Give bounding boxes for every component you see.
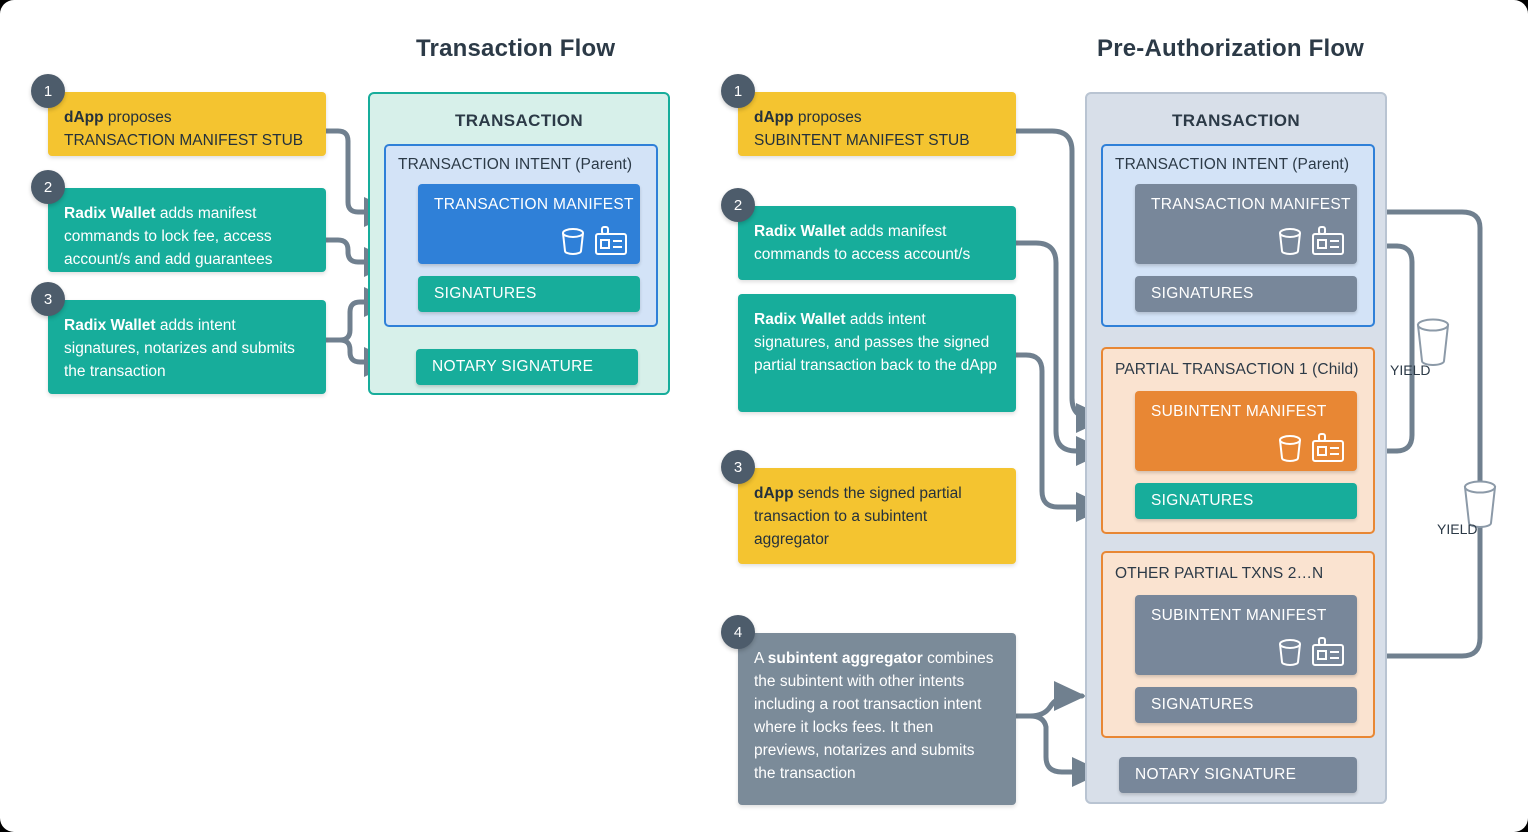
step-badge-right-2: 2 <box>721 188 755 222</box>
right-transaction-title: TRANSACTION <box>1171 111 1301 130</box>
left-signatures-bar: SIGNATURES <box>418 276 640 312</box>
id-badge-icon <box>1312 637 1344 666</box>
step-right-1: dApp proposes SUBINTENT MANIFEST STUB <box>738 92 1016 156</box>
step-right-4: A subintent aggregator combines the subi… <box>738 633 1016 805</box>
bucket-icon <box>1279 639 1301 666</box>
other-partial-subintent-manifest-bar: SUBINTENT MANIFEST <box>1135 595 1357 675</box>
step-badge-right-3: 3 <box>721 450 755 484</box>
step-left-2: Radix Wallet adds manifest commands to l… <box>48 188 326 272</box>
step-right-4-lead: subintent aggregator <box>767 650 923 667</box>
step-badge-left-2: 2 <box>31 170 65 204</box>
left-notary-signature-bar: NOTARY SIGNATURE <box>416 349 638 385</box>
bucket-icon <box>562 228 584 255</box>
right-notary-signature-bar: NOTARY SIGNATURE <box>1119 757 1357 793</box>
bucket-icon <box>1279 435 1301 462</box>
left-transaction-intent: TRANSACTION INTENT (Parent) TRANSACTION … <box>384 144 658 327</box>
left-transaction-manifest-label: TRANSACTION MANIFEST <box>434 196 634 213</box>
right-transaction-container: TRANSACTION TRANSACTION INTENT (Parent) … <box>1085 92 1387 804</box>
step-left-3-lead: Radix Wallet <box>64 317 156 334</box>
left-transaction-manifest-bar: TRANSACTION MANIFEST <box>418 184 640 264</box>
left-flow-title: Transaction Flow <box>416 35 616 62</box>
right-transaction-manifest-label: TRANSACTION MANIFEST <box>1151 196 1351 213</box>
right-transaction-manifest-bar: TRANSACTION MANIFEST <box>1135 184 1357 264</box>
partial-1-signatures-bar: SIGNATURES <box>1135 483 1357 519</box>
step-right-2b-rest: adds intent signatures, and passes the s… <box>754 311 997 374</box>
step-badge-left-1: 1 <box>31 74 65 108</box>
bucket-icon <box>1279 228 1301 255</box>
step-right-2-lead: Radix Wallet <box>754 223 846 240</box>
right-manifest-icons <box>1277 226 1345 256</box>
right-flow-title: Pre-Authorization Flow <box>1097 35 1365 62</box>
step-left-3-rest: adds intent signatures, notarizes and su… <box>64 317 295 380</box>
left-manifest-icons <box>560 226 628 256</box>
partial-1-manifest-icons <box>1277 433 1345 463</box>
step-left-2-lead: Radix Wallet <box>64 205 156 222</box>
step-right-2: Radix Wallet adds manifest commands to a… <box>738 206 1016 280</box>
left-intent-label: TRANSACTION INTENT (Parent) <box>398 156 633 173</box>
step-right-4-rest: combines the subintent with other intent… <box>754 650 994 782</box>
step-right-3-rest: sends the signed partial transaction to … <box>754 485 962 548</box>
id-badge-icon <box>1312 433 1344 462</box>
step-badge-right-1: 1 <box>721 74 755 108</box>
step-right-1-line2: SUBINTENT MANIFEST STUB <box>754 132 970 149</box>
other-partial-subintent-manifest-label: SUBINTENT MANIFEST <box>1151 607 1327 624</box>
partial-1-signatures-label: SIGNATURES <box>1151 492 1254 509</box>
step-left-2-rest: adds manifest commands to lock fee, acce… <box>64 205 273 268</box>
right-transaction-intent: TRANSACTION INTENT (Parent) TRANSACTION … <box>1101 144 1375 327</box>
step-left-1: dApp proposes TRANSACTION MANIFEST STUB <box>48 92 326 156</box>
step-right-3: dApp sends the signed partial transactio… <box>738 468 1016 564</box>
yield-label-bottom: YIELD <box>1437 521 1478 537</box>
step-left-1-line2: TRANSACTION MANIFEST STUB <box>64 132 304 149</box>
id-badge-icon <box>595 226 627 255</box>
left-transaction-container: TRANSACTION TRANSACTION INTENT (Parent) … <box>368 92 670 395</box>
step-left-1-lead: dApp <box>64 109 104 126</box>
step-right-1-rest: proposes <box>793 109 862 126</box>
step-right-2b: Radix Wallet adds intent signatures, and… <box>738 294 1016 412</box>
partial-transaction-1: PARTIAL TRANSACTION 1 (Child) SUBINTENT … <box>1101 347 1375 534</box>
step-right-1-lead: dApp <box>754 109 794 126</box>
step-left-1-rest: proposes <box>103 109 172 126</box>
step-left-3: Radix Wallet adds intent signatures, not… <box>48 300 326 394</box>
left-notary-signature-label: NOTARY SIGNATURE <box>432 358 594 375</box>
step-right-4-pre: A <box>754 650 768 667</box>
partial-transaction-1-label: PARTIAL TRANSACTION 1 (Child) <box>1115 361 1359 378</box>
step-right-3-lead: dApp <box>754 485 794 502</box>
right-intent-label: TRANSACTION INTENT (Parent) <box>1115 156 1350 173</box>
other-partial-transactions: OTHER PARTIAL TXNS 2…N SUBINTENT MANIFES… <box>1101 551 1375 738</box>
left-signatures-label: SIGNATURES <box>434 285 537 302</box>
left-transaction-title: TRANSACTION <box>454 111 584 130</box>
other-partial-label: OTHER PARTIAL TXNS 2…N <box>1115 565 1324 582</box>
step-right-2b-lead: Radix Wallet <box>754 311 846 328</box>
step-badge-left-3: 3 <box>31 282 65 316</box>
other-partial-signatures-bar: SIGNATURES <box>1135 687 1357 723</box>
other-partial-manifest-icons <box>1277 637 1345 667</box>
step-right-2-rest: adds manifest commands to access account… <box>754 223 971 263</box>
step-badge-right-4: 4 <box>721 615 755 649</box>
right-signatures-bar: SIGNATURES <box>1135 276 1357 312</box>
id-badge-icon <box>1312 226 1344 255</box>
right-notary-signature-label: NOTARY SIGNATURE <box>1135 766 1297 783</box>
other-partial-signatures-label: SIGNATURES <box>1151 696 1254 713</box>
partial-1-subintent-manifest-label: SUBINTENT MANIFEST <box>1151 403 1327 420</box>
yield-label-top: YIELD <box>1390 362 1431 378</box>
partial-1-subintent-manifest-bar: SUBINTENT MANIFEST <box>1135 391 1357 471</box>
right-signatures-label: SIGNATURES <box>1151 285 1254 302</box>
